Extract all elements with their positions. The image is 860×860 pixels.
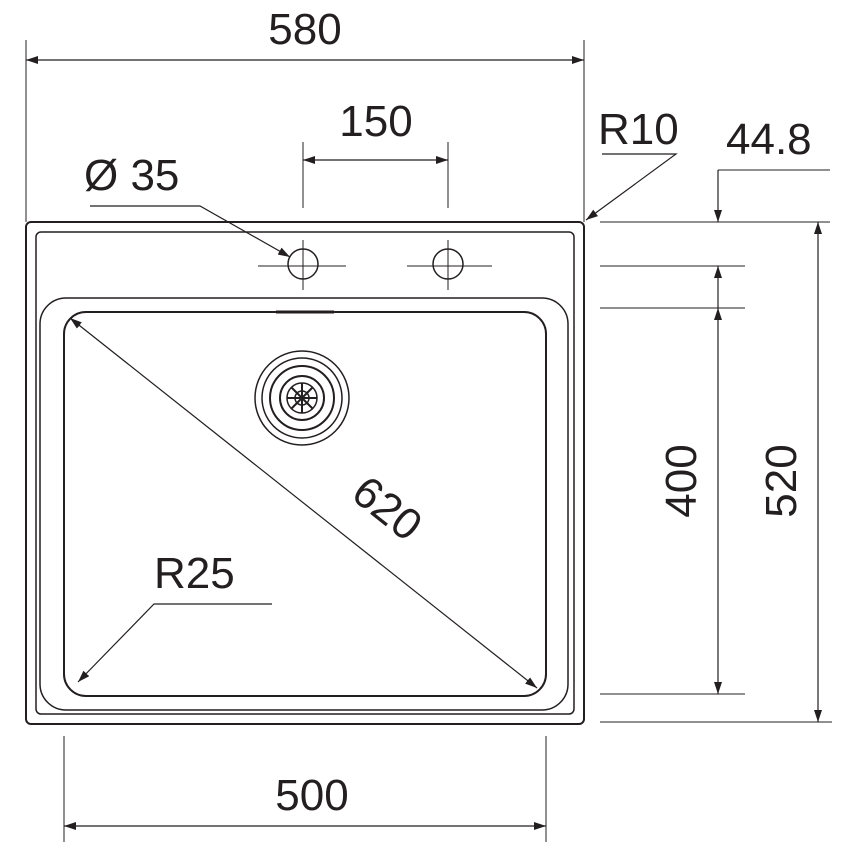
corner-radius-outer-label: R10 xyxy=(598,105,679,154)
dimension-overall-depth: 520 xyxy=(600,222,832,723)
tap-hole-right xyxy=(407,240,492,290)
bowl-corner-radius-label: R25 xyxy=(154,549,235,598)
bowl-width-label: 500 xyxy=(275,771,348,820)
dimension-bowl-depth: 400 xyxy=(600,308,745,695)
dimension-tap-diameter: Ø 35 xyxy=(84,151,291,258)
dimension-corner-radius-outer: R10 xyxy=(585,105,679,221)
tap-hole-left xyxy=(258,240,346,290)
bowl-outer-edge xyxy=(39,297,569,711)
overall-depth-label: 520 xyxy=(757,444,806,517)
tap-diameter-label: Ø 35 xyxy=(84,151,179,200)
dimension-tap-spacing: 150 xyxy=(302,97,449,208)
bowl-depth-label: 400 xyxy=(657,444,706,517)
tap-spacing-label: 150 xyxy=(339,97,412,146)
bowl-diagonal-label: 620 xyxy=(343,467,431,551)
sink-outline xyxy=(25,221,585,725)
dimension-overall-width: 580 xyxy=(25,5,585,222)
sink-inner-rim xyxy=(35,231,575,715)
dimension-bowl-diagonal: 620 xyxy=(69,317,538,689)
dimension-bowl-corner-radius: R25 xyxy=(77,549,272,683)
sink-outer-rim xyxy=(25,221,585,725)
dimension-bowl-width: 500 xyxy=(63,736,547,842)
overall-width-label: 580 xyxy=(268,5,341,54)
drain-strainer xyxy=(254,350,350,446)
deck-offset-label: 44.8 xyxy=(726,115,812,164)
